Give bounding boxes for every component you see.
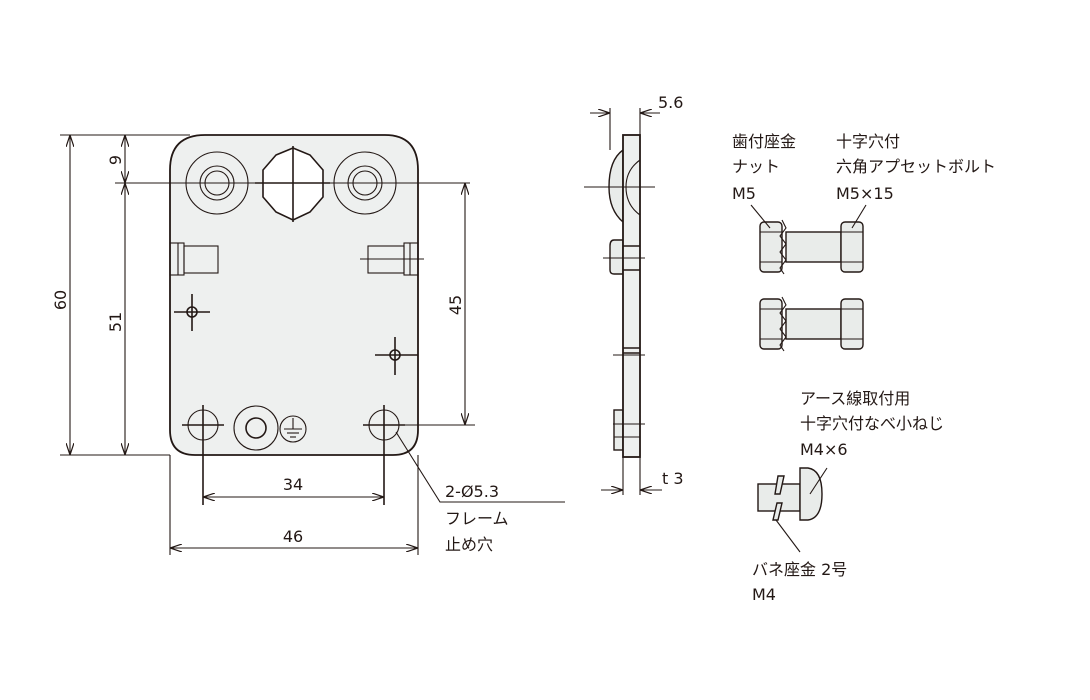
dim-34: 34 — [283, 475, 303, 494]
dim-51: 51 — [106, 312, 125, 332]
front-view — [169, 134, 424, 505]
bolt-assembly-lower — [759, 296, 864, 352]
nut-label-2: ナット — [732, 157, 780, 176]
frame-hole-right — [363, 405, 405, 505]
bolt-assembly-upper — [759, 219, 864, 275]
spring-washer-label-2: M4 — [752, 585, 776, 604]
dim-t3: t 3 — [662, 469, 684, 488]
dim-45: 45 — [446, 295, 465, 315]
dim-46: 46 — [283, 527, 303, 546]
earth-screw-label-1: アース線取付用 — [800, 389, 910, 408]
bolt-label-3: M5×15 — [836, 184, 894, 203]
dim-9: 9 — [106, 155, 125, 165]
earth-screw-hole — [233, 405, 279, 451]
bolt-label-2: 六角アプセットボルト — [836, 157, 996, 176]
nut-label-3: M5 — [732, 184, 756, 203]
frame-hole-left — [182, 405, 224, 505]
earth-screw — [757, 467, 823, 521]
ground-symbol-icon — [279, 415, 307, 443]
spring-washer-label-1: バネ座金 2号 — [752, 560, 847, 579]
dim-5-6: 5.6 — [658, 93, 683, 112]
hole-callout-line3: 止め穴 — [445, 535, 493, 554]
dim-60: 60 — [51, 290, 70, 310]
nut-label-1: 歯付座金 — [732, 132, 796, 151]
earth-screw-label-3: M4×6 — [800, 440, 848, 459]
hole-callout-size: 2-Ø5.3 — [445, 482, 499, 501]
side-view: 5.6 t 3 — [584, 93, 684, 495]
bolt-label-1: 十字穴付 — [836, 132, 900, 151]
hole-callout-line2: フレーム — [445, 509, 509, 528]
plate-outline — [169, 134, 419, 456]
tab-right — [360, 242, 424, 276]
plate-side — [622, 134, 641, 458]
tab-left — [169, 242, 219, 276]
earth-screw-label-2: 十字穴付なべ小ねじ — [800, 414, 944, 433]
front-dimensions: 60 9 51 45 34 46 2-Ø5.3 フレーム 止め穴 — [51, 134, 565, 555]
